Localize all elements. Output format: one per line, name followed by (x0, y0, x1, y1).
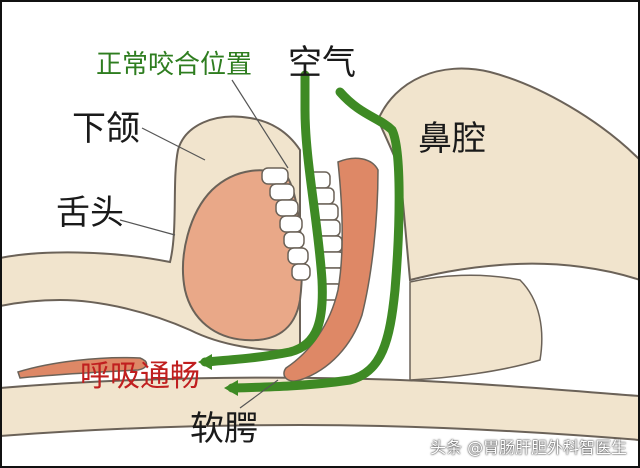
soft-palate-tissue (283, 157, 379, 382)
pointer-lines (119, 79, 289, 409)
posterior-tissue (409, 274, 543, 381)
label-normal-bite: 正常咬合位置 (96, 50, 253, 80)
neck-tissue (0, 376, 640, 442)
airflow-oral-arrow (200, 70, 327, 367)
watermark: 头条 @胃肠肝胆外科智医生 (430, 438, 628, 457)
airflow-nasal-arrow (227, 87, 404, 393)
airflow-oral-arrowhead (198, 354, 212, 370)
label-mandible: 下颌 (72, 109, 140, 149)
lower-teeth (261, 167, 311, 281)
label-tongue: 舌头 (56, 193, 124, 233)
lip-tissue (17, 356, 148, 379)
label-nasal-cavity: 鼻腔 (418, 119, 486, 159)
label-soft-palate: 软腭 (190, 409, 258, 449)
airflow-nasal-arrowhead (224, 380, 238, 396)
upper-face-tissue (376, 67, 640, 282)
label-air: 空气 (288, 43, 356, 83)
label-airway-clear: 呼吸通畅 (80, 359, 200, 394)
